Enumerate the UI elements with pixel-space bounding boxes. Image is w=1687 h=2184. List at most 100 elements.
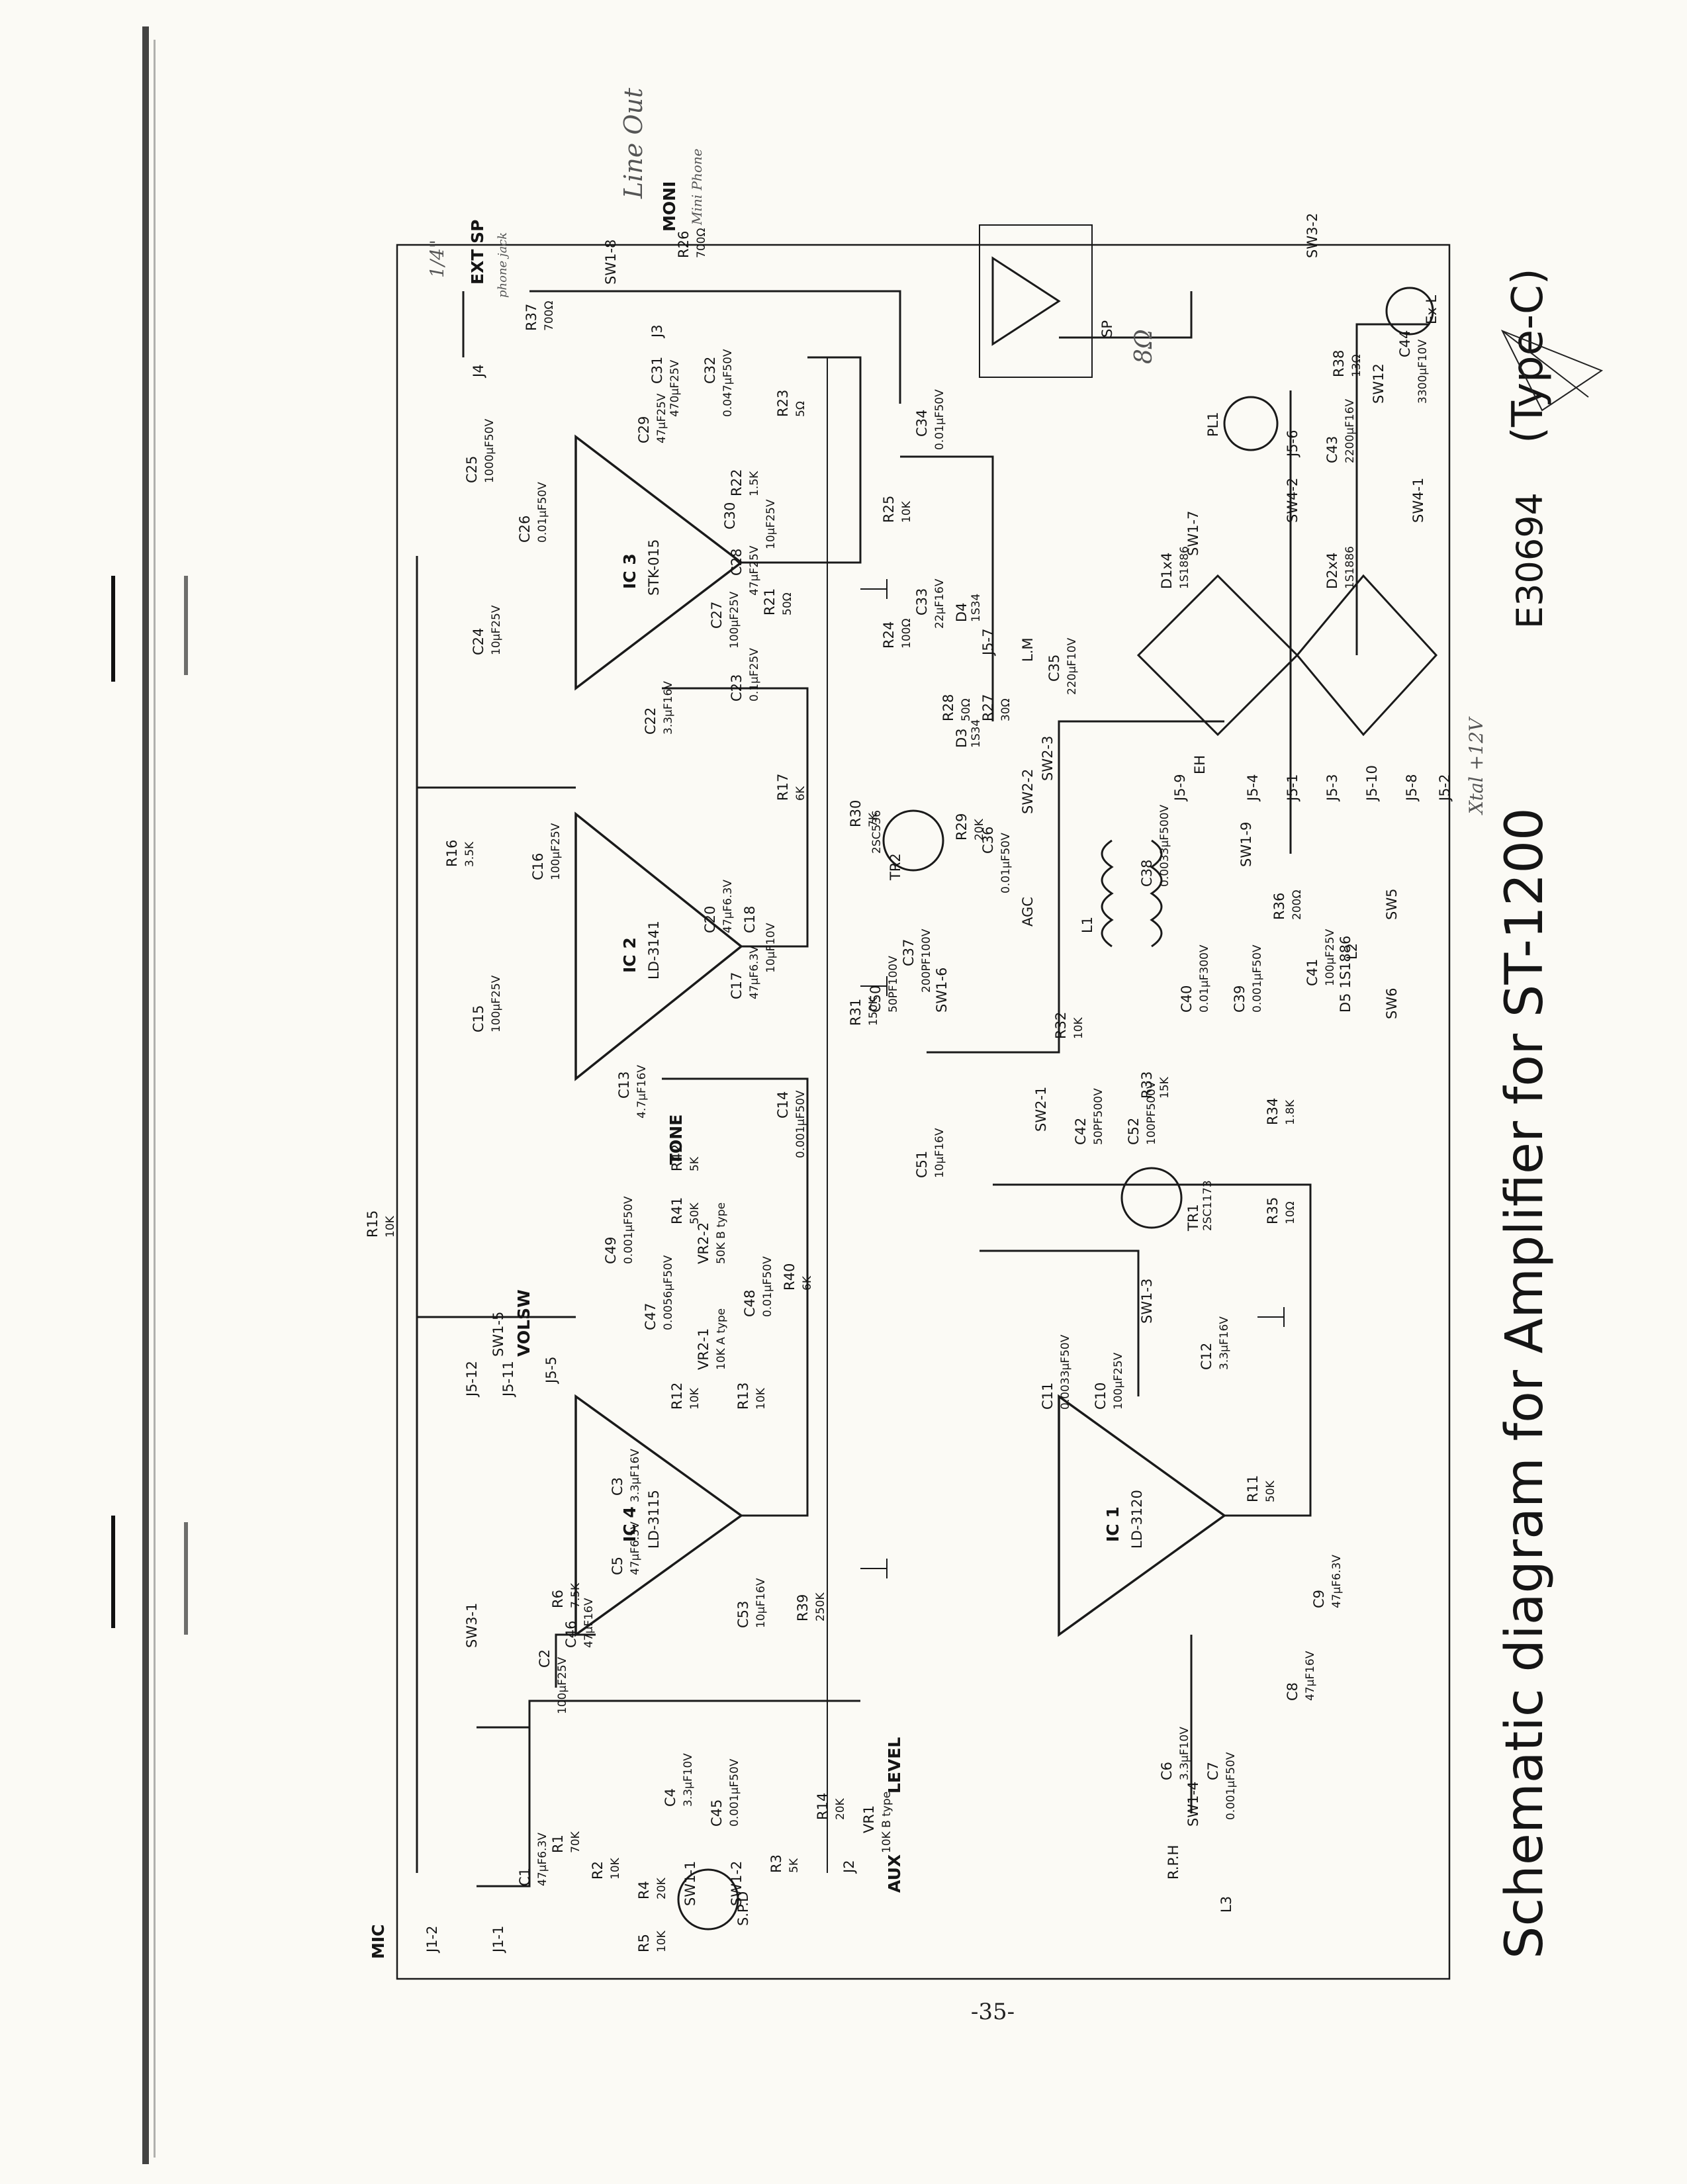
coil-l1-label: L1 bbox=[1079, 917, 1095, 933]
r31-value: 150K bbox=[867, 997, 880, 1026]
c13-value: 4.7μF16V bbox=[635, 1065, 649, 1118]
c52-label: C52 bbox=[1126, 1118, 1142, 1145]
c30-label: C30 bbox=[722, 502, 738, 529]
tr1-part: 2SC1173 bbox=[1201, 1180, 1214, 1231]
c36-label: C36 bbox=[980, 827, 996, 854]
c26-label: C26 bbox=[517, 516, 533, 543]
r27-value: 30Ω bbox=[999, 698, 1013, 721]
r39-label: R39 bbox=[795, 1594, 811, 1621]
wire bbox=[662, 687, 809, 948]
r5-value: 10K bbox=[655, 1930, 668, 1952]
c41-label: C41 bbox=[1304, 959, 1320, 986]
c44-value: 3300μF10V bbox=[1416, 340, 1430, 404]
speaker-symbol bbox=[991, 256, 1061, 346]
r11-label: R11 bbox=[1245, 1475, 1261, 1502]
bridge-rectifier-d2 bbox=[1296, 574, 1438, 737]
r12-label: R12 bbox=[669, 1383, 685, 1410]
c25-label: C25 bbox=[464, 456, 480, 483]
c23-label: C23 bbox=[729, 674, 745, 702]
r16-label: R16 bbox=[444, 840, 460, 867]
jack-j5-10: J5-10 bbox=[1364, 765, 1380, 802]
diode-d3-part: 1S34 bbox=[970, 719, 983, 748]
c31-label: C31 bbox=[649, 357, 665, 384]
c6-label: C6 bbox=[1159, 1762, 1175, 1780]
label-volsw: VOLSW bbox=[514, 1289, 533, 1357]
c5-label: C5 bbox=[610, 1557, 625, 1575]
c51-label: C51 bbox=[914, 1151, 930, 1178]
c29-label: C29 bbox=[636, 416, 652, 443]
diode-d1-part: 1S1886 bbox=[1178, 546, 1191, 589]
note-line-out: Line Out bbox=[619, 87, 648, 199]
diode-d1-label: D1x4 bbox=[1159, 553, 1175, 589]
c18-label: C18 bbox=[742, 906, 758, 933]
diode-d2-label: D2x4 bbox=[1324, 553, 1340, 589]
r24-value: 100Ω bbox=[900, 619, 913, 649]
sw1-5-label: SW1-5 bbox=[490, 1312, 506, 1357]
c16-label: C16 bbox=[530, 853, 546, 880]
spd-label: S.P.D bbox=[735, 1891, 751, 1926]
note-mini-phone: Mini Phone bbox=[689, 148, 705, 226]
c37-value: 200PF100V bbox=[920, 929, 933, 993]
sw6-label: SW6 bbox=[1384, 988, 1400, 1019]
r4-label: R4 bbox=[636, 1881, 652, 1899]
agc-label: AGC bbox=[1020, 897, 1036, 927]
r5-label: R5 bbox=[636, 1934, 652, 1952]
sw4-2-label: SW4-2 bbox=[1285, 478, 1300, 523]
jack-j5-9: J5-9 bbox=[1172, 774, 1188, 803]
c34-label: C34 bbox=[914, 410, 930, 437]
c23-value: 0.1μF25V bbox=[748, 648, 761, 702]
c39-value: 0.001μF50V bbox=[1251, 944, 1264, 1013]
r6-label: R6 bbox=[550, 1590, 566, 1608]
ic2-part: LD-3141 bbox=[646, 921, 662, 979]
coil-l1 bbox=[1101, 839, 1114, 948]
r28-label: R28 bbox=[940, 694, 956, 721]
c45-value: 0.001μF50V bbox=[728, 1758, 741, 1827]
wire bbox=[1355, 323, 1430, 655]
antenna-sketch bbox=[1500, 330, 1604, 412]
tr2-label: TR2 bbox=[888, 853, 903, 881]
ground-symbols bbox=[860, 579, 1285, 1578]
wire bbox=[529, 290, 901, 404]
c3-label: C3 bbox=[610, 1477, 625, 1496]
r27-label: R27 bbox=[980, 694, 996, 721]
tr2-body bbox=[882, 809, 944, 872]
diode-d4-part: 1S34 bbox=[970, 594, 983, 622]
r36-label: R36 bbox=[1271, 893, 1287, 920]
schematic-border bbox=[396, 244, 1451, 1980]
jack-j2: J2 bbox=[841, 1860, 857, 1874]
r16-value: 3.5K bbox=[463, 841, 477, 867]
c48-value: 0.01μF50V bbox=[761, 1256, 774, 1317]
r35-label: R35 bbox=[1265, 1197, 1281, 1224]
jack-j1-1: J1-1 bbox=[490, 1926, 506, 1954]
jack-j4: J4 bbox=[471, 364, 486, 379]
binding-edge-shadow bbox=[154, 40, 156, 2158]
c10-value: 100μF25V bbox=[1112, 1352, 1125, 1410]
lm-label: L.M bbox=[1020, 638, 1036, 662]
pilot-lamp-pl1 bbox=[1223, 396, 1279, 451]
c3-value: 3.3μF16V bbox=[629, 1449, 642, 1502]
c48-label: C48 bbox=[742, 1290, 758, 1317]
c38-value: 0.0033μF500V bbox=[1158, 804, 1171, 887]
note-sp: 8Ω bbox=[1130, 329, 1158, 364]
pl1-label: PL1 bbox=[1205, 412, 1221, 437]
r22-label: R22 bbox=[729, 469, 745, 496]
c16-value: 100μF25V bbox=[549, 823, 563, 880]
r32-value: 10K bbox=[1072, 1017, 1085, 1039]
wire bbox=[900, 455, 994, 721]
r15-label: R15 bbox=[365, 1210, 381, 1238]
jack-j5-7: J5-7 bbox=[980, 629, 996, 657]
sw4-1-label: SW4-1 bbox=[1410, 478, 1426, 523]
c13-label: C13 bbox=[616, 1071, 632, 1099]
c14-value: 0.001μF50V bbox=[794, 1090, 807, 1158]
c46-value: 47μF16V bbox=[582, 1598, 596, 1648]
diode-d4-label: D4 bbox=[954, 602, 970, 622]
c49-value: 0.001μF50V bbox=[622, 1196, 635, 1264]
r40-label: R40 bbox=[782, 1263, 798, 1291]
binding-edge bbox=[142, 26, 149, 2164]
c35-value: 220μF10V bbox=[1066, 637, 1079, 695]
ic4-part: LD-3115 bbox=[646, 1490, 662, 1549]
c20-label: C20 bbox=[702, 906, 718, 933]
r41-value: 50K bbox=[688, 1202, 702, 1224]
tr1-body bbox=[1120, 1167, 1183, 1229]
